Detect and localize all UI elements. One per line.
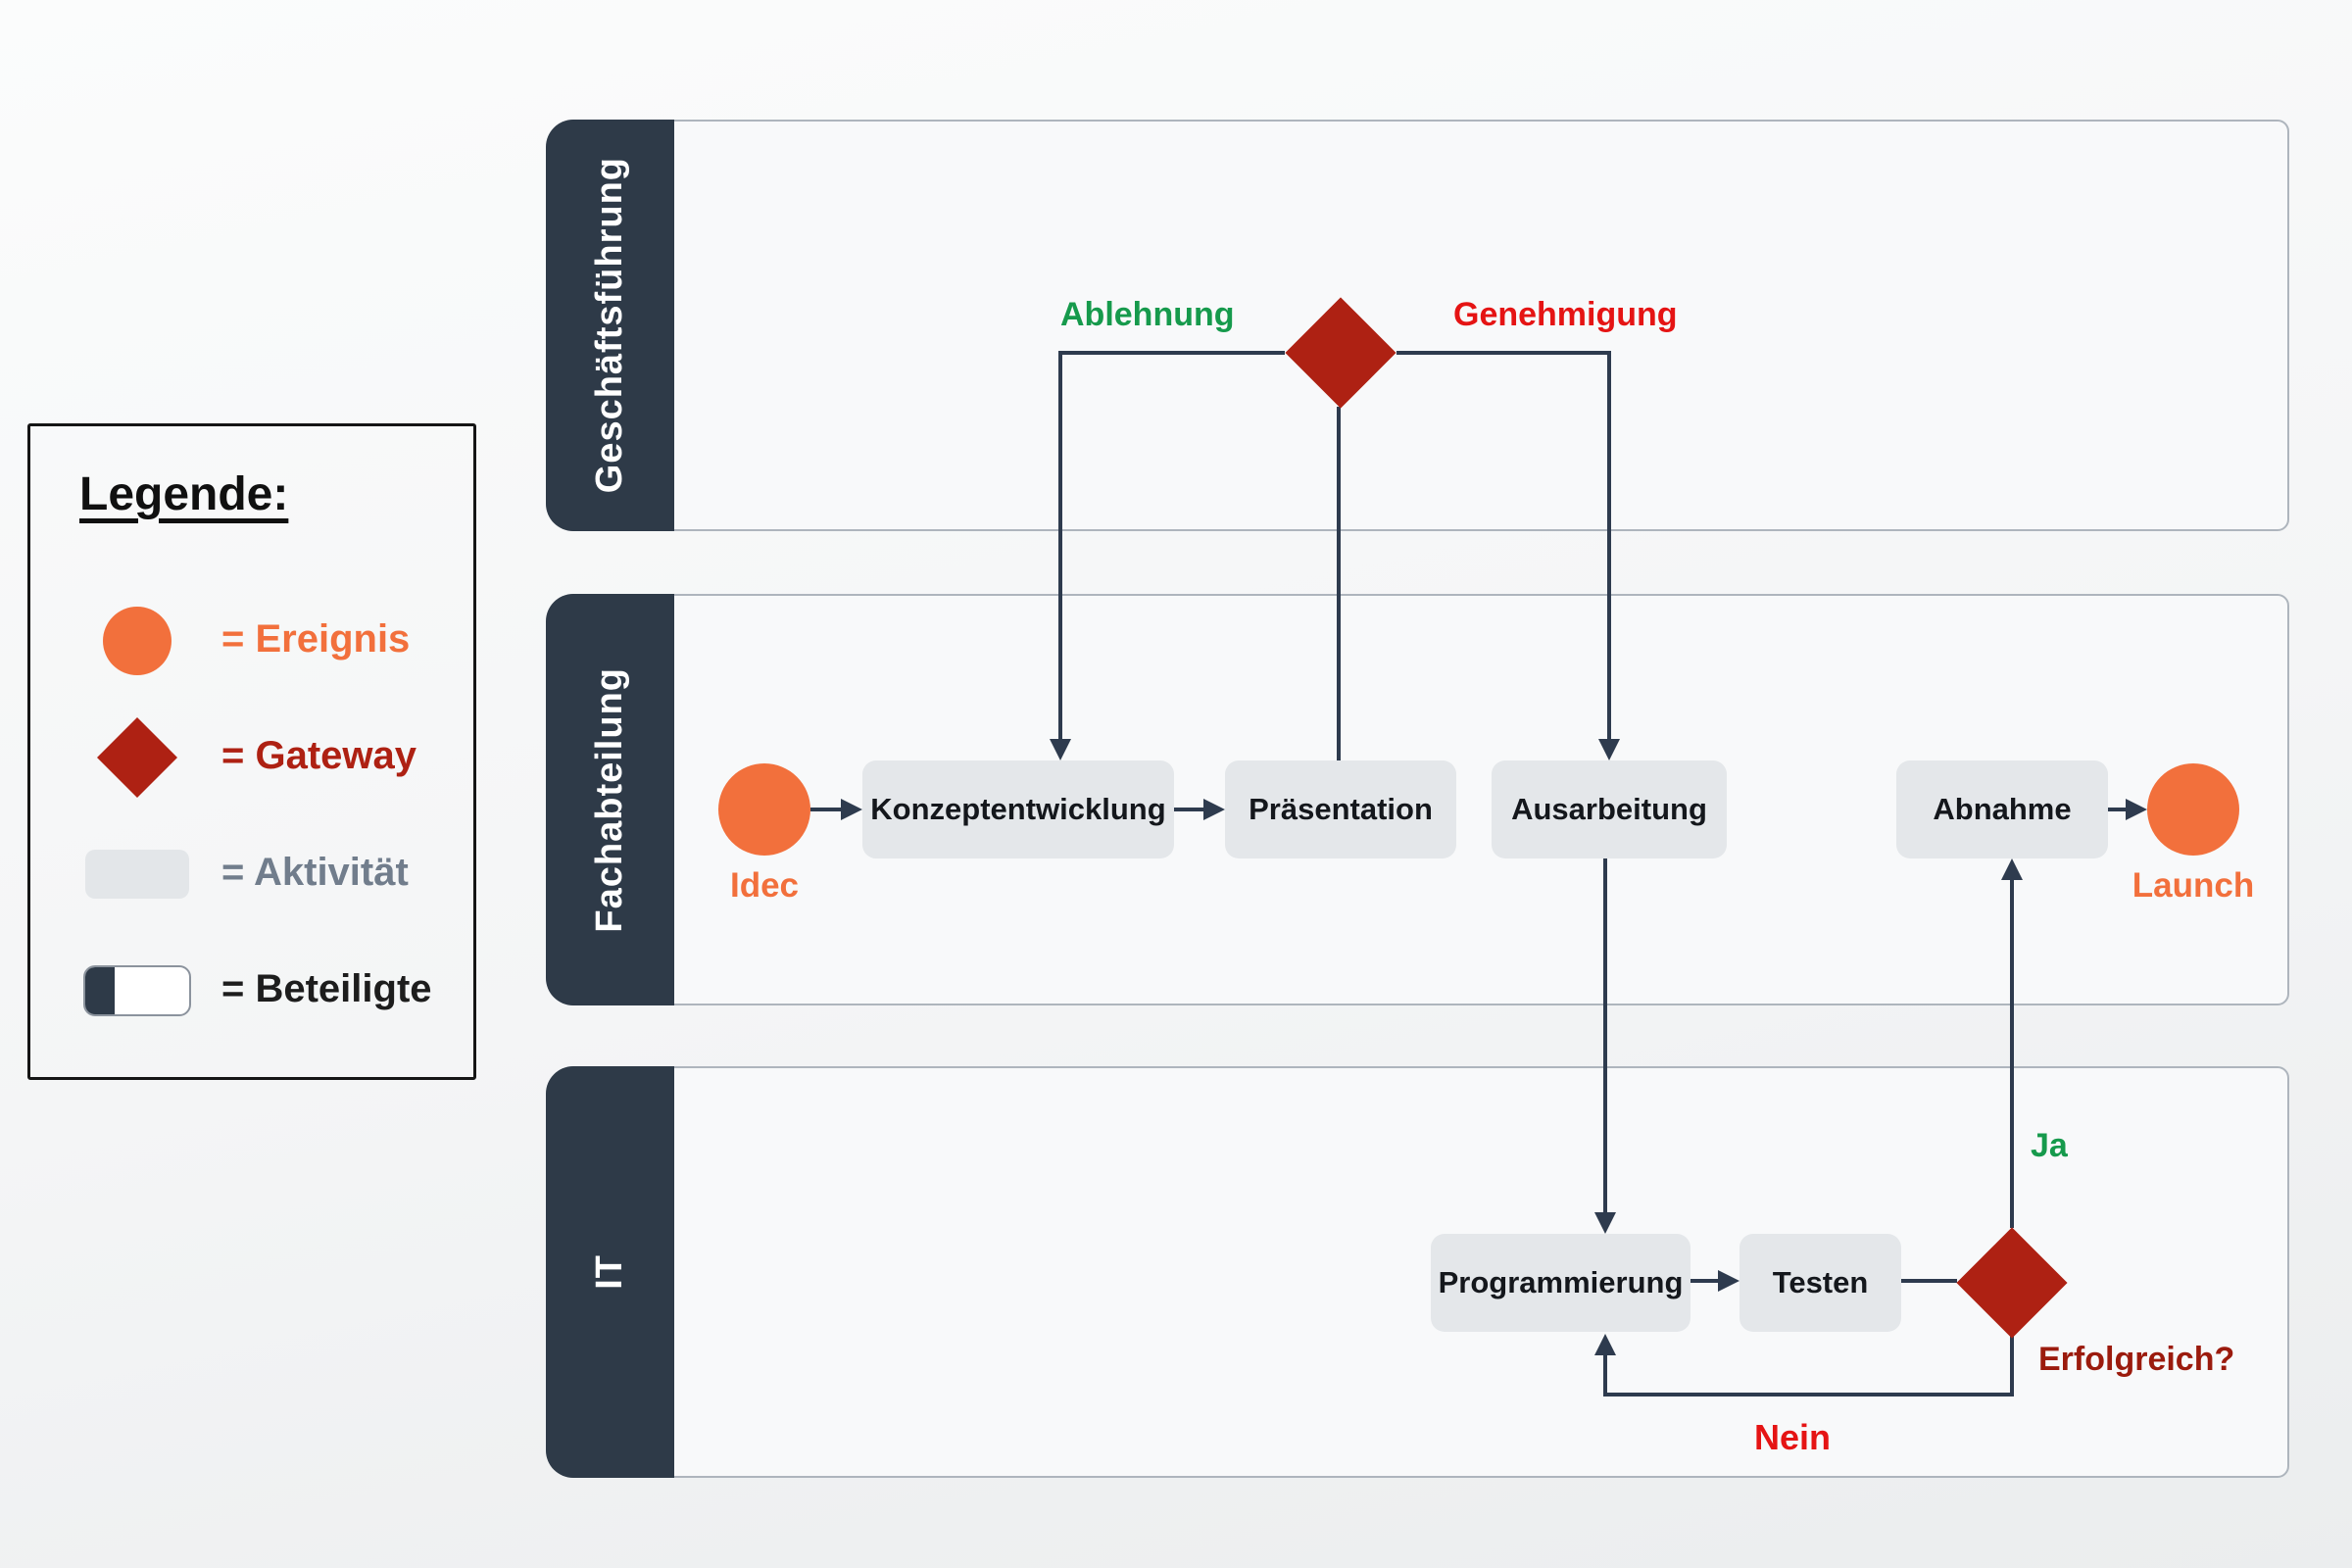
legend-event-label: = Ereignis [221,617,411,661]
lane-geschaeftsfuehrung-bar: Geschäftsführung [546,120,674,531]
flow-genehmigung-vertical [1607,351,1611,741]
flow-genehmigung-arrowhead [1598,739,1620,760]
flow-ja-vertical [2010,880,2014,1228]
legend-box: Legende: = Ereignis = Gateway = Aktivitä… [27,423,476,1080]
flow-konzept-praesentation-arrowhead [1203,799,1225,820]
edge-label-ja: Ja [2031,1127,2068,1164]
flow-praesentation-gateway [1337,407,1341,760]
flow-start-konzept [810,808,841,811]
legend-lane-icon [83,965,191,1016]
success-gateway-question-label: Erfolgreich? [2038,1341,2235,1378]
flow-nein-up [1603,1355,1607,1395]
lane-geschaeftsfuehrung: Geschäftsführung [546,120,2289,531]
activity-programmierung: Programmierung [1431,1234,1690,1332]
flow-ausarbeitung-programmierung [1603,858,1607,1212]
flow-nein-arrowhead [1594,1334,1616,1355]
legend-event-icon [103,607,172,675]
legend-title: Legende: [79,468,289,520]
lane-fachabteilung-bar: Fachabteilung [546,594,674,1005]
flow-start-konzept-arrowhead [841,799,862,820]
flow-programmierung-testen-arrowhead [1718,1270,1740,1292]
activity-abnahme: Abnahme [1896,760,2108,858]
lane-geschaeftsfuehrung-label: Geschäftsführung [589,157,630,494]
flow-ja-arrowhead [2001,858,2023,880]
activity-testen: Testen [1740,1234,1901,1332]
flow-konzept-praesentation [1174,808,1203,811]
legend-activity-icon [85,850,189,899]
activity-praesentation: Präsentation [1225,760,1456,858]
flow-nein-down [2010,1336,2014,1396]
lane-fachabteilung-label: Fachabteilung [589,666,630,933]
flow-ausarbeitung-programmierung-arrowhead [1594,1212,1616,1234]
legend-lane-label: = Beteiligte [221,967,432,1010]
activity-konzeptentwicklung: Konzeptentwicklung [862,760,1174,858]
lane-it-label: IT [589,1254,630,1290]
lane-it-bar: IT [546,1066,674,1478]
activity-ausarbeitung: Ausarbeitung [1492,760,1727,858]
flow-testen-gateway [1901,1279,1957,1283]
flow-ablehnung-arrowhead [1050,739,1071,760]
end-event-label: Launch [2132,866,2255,905]
start-event-circle [718,763,810,856]
start-event-label: Idec [729,866,800,905]
flow-abnahme-launch [2108,808,2126,811]
flow-programmierung-testen [1690,1279,1718,1283]
flow-ablehnung-vertical [1058,351,1062,741]
legend-activity-label: = Aktivität [221,851,409,894]
flow-nein-horizontal [1603,1393,2014,1396]
legend-gateway-label: = Gateway [221,734,417,777]
edge-label-ablehnung: Ablehnung [1060,296,1235,333]
flow-abnahme-launch-arrowhead [2126,799,2147,820]
end-event-circle [2147,763,2239,856]
edge-label-nein: Nein [1754,1417,1832,1457]
flow-ablehnung-horizontal [1060,351,1285,355]
legend-gateway-icon [96,716,178,799]
flow-genehmigung-horizontal [1396,351,1609,355]
legend-lane-bar-icon [85,967,115,1014]
edge-label-genehmigung: Genehmigung [1453,296,1678,333]
